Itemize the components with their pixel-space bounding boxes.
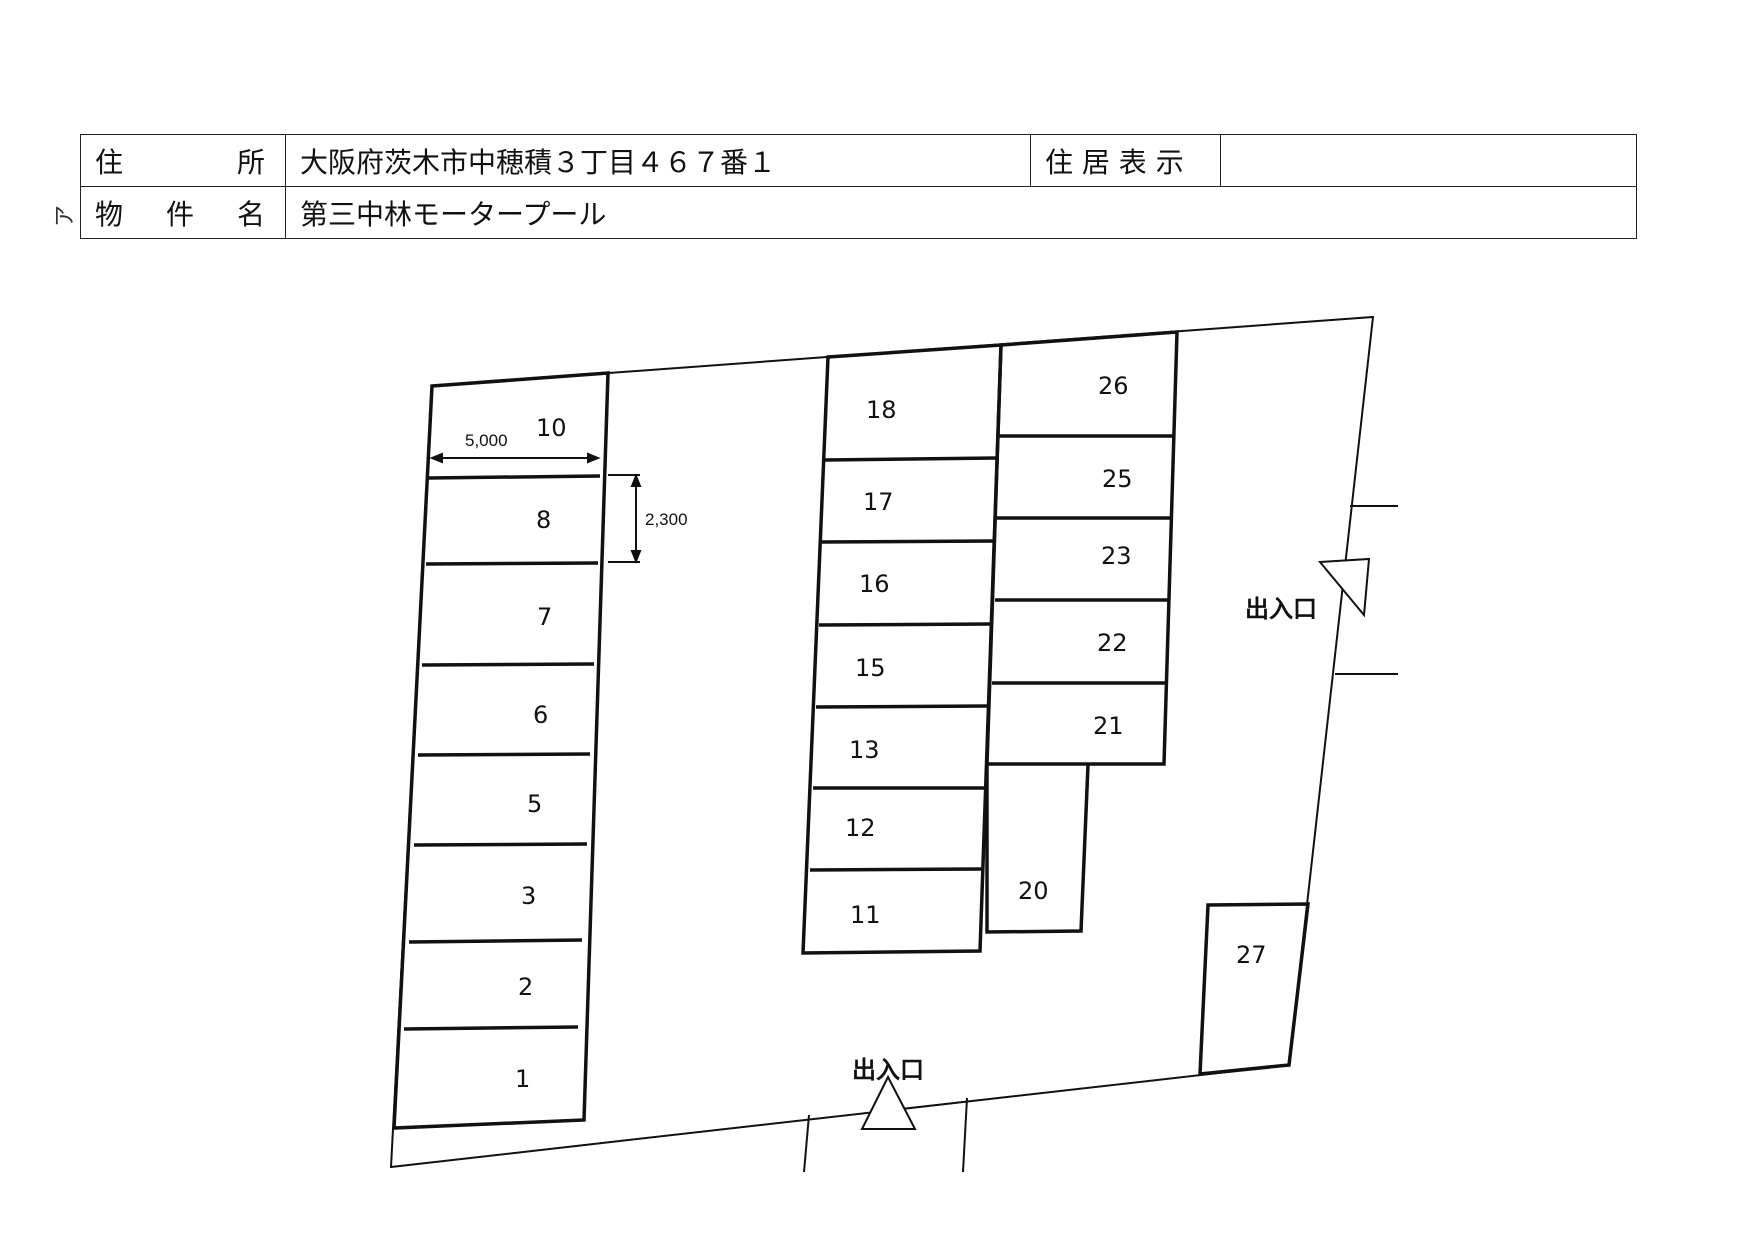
entrance-bottom-label: 出入口 [852,1056,924,1084]
depth-dimension-label: 2,300 [645,510,688,529]
lot-boundary [389,315,1375,1169]
space-number: 15 [855,654,886,682]
space-number: 5 [527,790,542,818]
space-number: 20 [1018,877,1049,905]
space-number: 22 [1097,629,1128,657]
width-dimension-label: 5,000 [465,431,508,450]
space-number: 21 [1093,712,1124,740]
space-number: 3 [521,882,536,910]
property-value: 第三中林モータープール [285,186,1637,239]
property-label-char: 物 [95,197,124,231]
space-number: 26 [1098,372,1129,400]
property-header-table: 住 所 大阪府茨木市中穂積３丁目４６７番１ 住 居 表 示 物 件 名 第三中林… [80,134,1637,239]
space-number: 8 [536,506,551,534]
address-label-char: 所 [236,145,265,179]
width-dimension [429,452,642,564]
address-label: 住 所 [80,134,286,187]
space-number: 6 [533,701,548,729]
space-number: 17 [863,488,894,516]
space-number: 10 [536,414,567,442]
entrance-right-label: 出入口 [1245,595,1317,623]
property-label-char: 名 [236,197,265,231]
residence-value [1220,134,1637,187]
space-number: 16 [859,570,890,598]
residence-label: 住 居 表 示 [1030,134,1221,187]
space-number: 23 [1101,542,1132,570]
space-number: 7 [537,603,552,631]
property-label-char: 件 [165,197,194,231]
entrance-right-arrow-icon [1317,557,1371,618]
space-number: 25 [1102,465,1133,493]
address-label-char: 住 [95,145,124,179]
space-number: 2 [518,973,533,1001]
space-number: 13 [849,736,880,764]
space-number: 1 [515,1065,530,1093]
property-label: 物 件 名 [80,186,286,239]
space-number: 12 [845,814,876,842]
entrance-bottom-arrow-icon [860,1074,917,1130]
space-number: 18 [866,396,897,424]
space-number: 11 [850,901,881,929]
space-number: 27 [1236,941,1267,969]
